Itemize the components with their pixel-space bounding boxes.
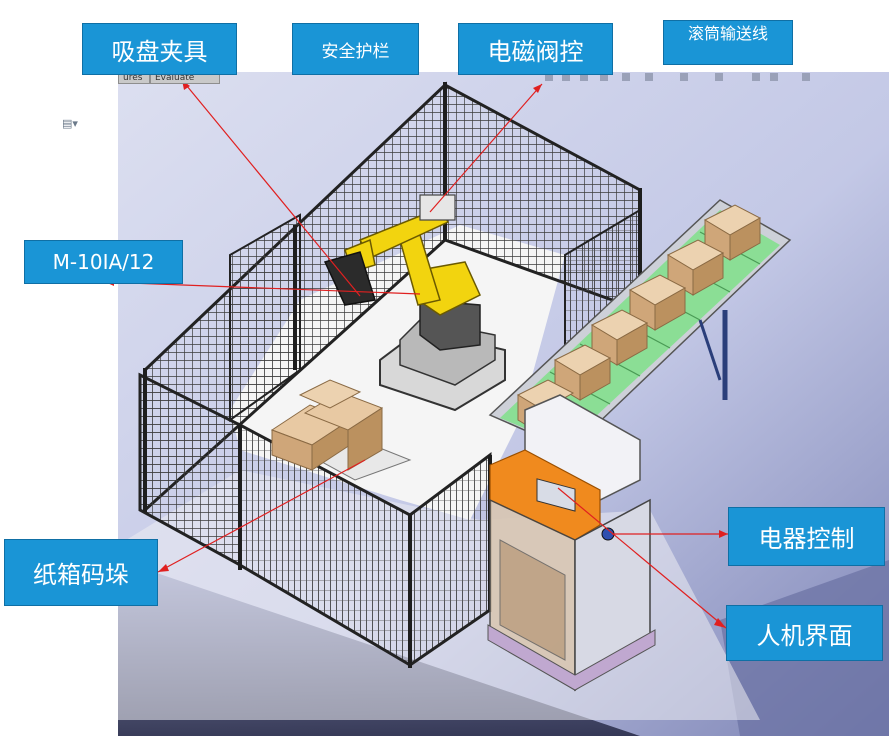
- cad-toolbar-icons: [545, 73, 810, 81]
- cabinet-base: [487, 624, 656, 691]
- hmi-screen: [536, 478, 576, 512]
- arrow-gripper: [181, 79, 361, 297]
- arrow-hmi: [557, 487, 727, 629]
- conveyor-cartons: [516, 204, 762, 436]
- robot-valve-box: [419, 194, 456, 221]
- label-carton-palletizing: 纸箱码垛: [4, 539, 158, 606]
- fence-left-mid: [229, 213, 301, 422]
- robot-turret: [419, 299, 481, 351]
- label-roller-conveyor: 滚筒输送线: [663, 20, 793, 65]
- label-electrical-control: 电器控制: [728, 507, 885, 566]
- label-suction-gripper: 吸盘夹具: [82, 23, 237, 75]
- label-solenoid-valve: 电磁阀控: [458, 23, 613, 75]
- carton-stack: [270, 379, 384, 471]
- arrow-valve: [429, 83, 543, 213]
- cabinet-window: [499, 539, 566, 661]
- document-icon: ▤▾: [62, 117, 78, 130]
- label-robot-model: M-10IA/12: [24, 240, 183, 284]
- arrow-robot-model: [104, 281, 421, 295]
- label-safety-fence: 安全护栏: [292, 23, 419, 75]
- annotation-arrows: [104, 79, 728, 629]
- label-hmi: 人机界面: [726, 605, 883, 661]
- arrow-pallet: [157, 459, 366, 573]
- conveyor-leg-2: [698, 319, 722, 381]
